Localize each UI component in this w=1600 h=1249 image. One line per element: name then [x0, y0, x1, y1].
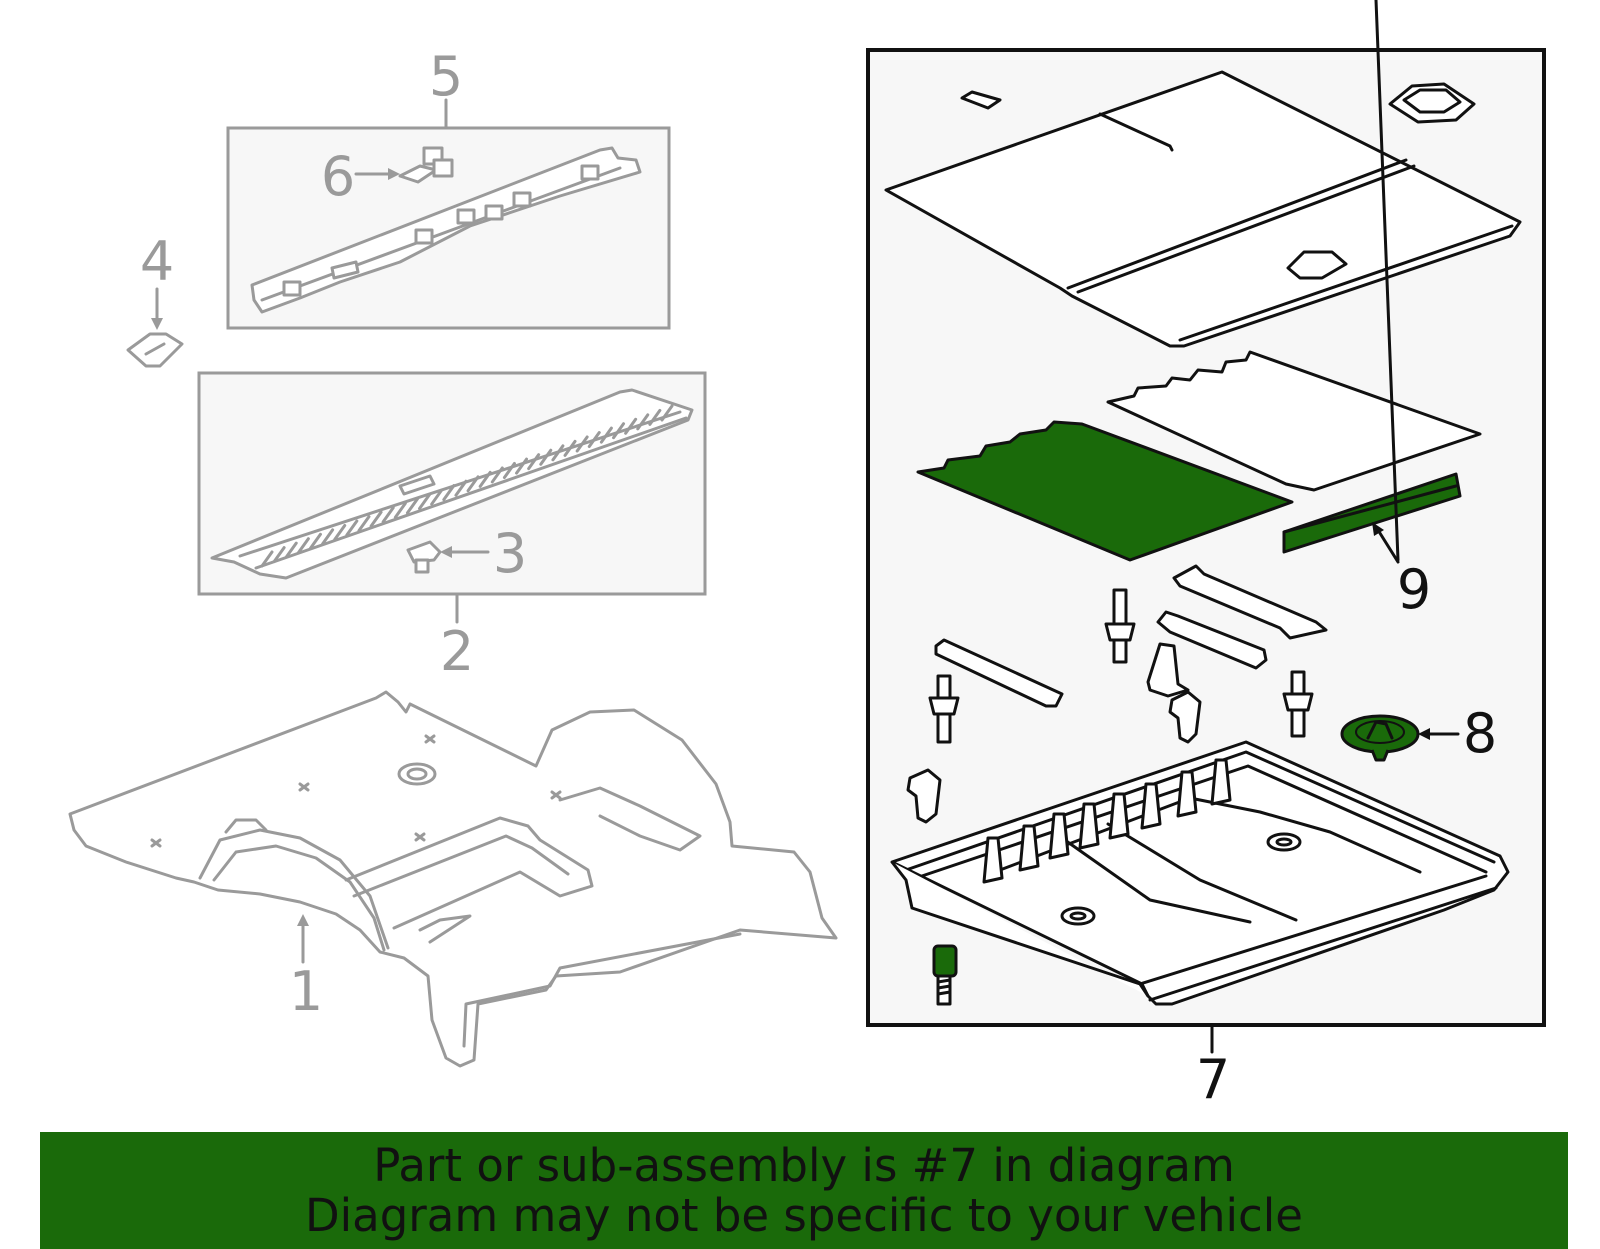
- tray-posts: [982, 758, 1232, 884]
- callout-8: 8: [1463, 702, 1497, 765]
- gas-strut: [1156, 610, 1268, 670]
- tray-post: [1176, 770, 1198, 818]
- sill-rib: [345, 519, 359, 537]
- part-4-arrowhead: [151, 318, 163, 330]
- sill-rib: [405, 497, 419, 515]
- load-floor-panel: [884, 70, 1522, 348]
- part-8-arrowhead: [1418, 728, 1430, 740]
- sill-rib: [539, 448, 553, 466]
- banner-line-2: Diagram may not be specific to your vehi…: [305, 1188, 1303, 1242]
- sill-rib: [563, 439, 577, 457]
- sill-rib: [430, 488, 444, 506]
- sill-rib: [369, 510, 383, 528]
- tray-post: [1018, 824, 1040, 872]
- callout-1: 1: [289, 960, 323, 1023]
- tray-post: [1210, 758, 1232, 806]
- part-1-carpet: [68, 690, 838, 1068]
- sill-rib: [490, 466, 504, 484]
- push-pin-2: [928, 674, 960, 744]
- part-3-arrowhead: [440, 546, 452, 558]
- part-3-clip: [406, 540, 442, 574]
- part-2-ribs: [260, 404, 674, 568]
- floor-carpet-green: [916, 420, 1294, 562]
- sill-rib: [478, 470, 492, 488]
- sill-rib: [260, 550, 274, 568]
- small-tab-icon: [960, 90, 1002, 110]
- part-8-grommet: [1340, 714, 1420, 762]
- sill-rib: [575, 435, 589, 453]
- storage-tray: [890, 740, 1510, 1006]
- sill-rib: [648, 408, 662, 426]
- latch-bracket: [1146, 642, 1190, 698]
- sill-rib: [272, 546, 286, 564]
- long-bar: [934, 638, 1064, 708]
- tray-post: [1048, 812, 1070, 860]
- callout-4: 4: [140, 230, 174, 293]
- part-9-arrow-shaft: [1376, 528, 1400, 564]
- bolt: [932, 944, 958, 1006]
- sill-rib: [284, 541, 298, 559]
- part-9-strip: [1282, 472, 1462, 554]
- sill-rib: [381, 506, 395, 524]
- part-9-arrow-line: [1374, 0, 1400, 562]
- strap-bracket: [1172, 564, 1328, 640]
- sill-rib: [515, 457, 529, 475]
- sill-rib: [624, 417, 638, 435]
- sill-rib: [308, 532, 322, 550]
- part-6-clip: [398, 146, 454, 184]
- sill-rib: [502, 462, 516, 480]
- sill-rib: [636, 413, 650, 431]
- sill-rib: [333, 523, 347, 541]
- push-pin-1: [1104, 588, 1136, 664]
- callout-7: 7: [1196, 1048, 1230, 1111]
- sill-rib: [612, 422, 626, 440]
- sill-rib: [296, 537, 310, 555]
- tray-post: [1078, 802, 1100, 850]
- callout-5: 5: [429, 45, 463, 108]
- callout-3: 3: [493, 522, 527, 585]
- tray-post: [1140, 782, 1162, 830]
- hook-bracket-top: [1388, 82, 1476, 124]
- sill-rib: [551, 444, 565, 462]
- floor-panel-insulator: [1106, 350, 1482, 492]
- sill-rib: [393, 501, 407, 519]
- sill-rib: [418, 492, 432, 510]
- hook-clip-1: [1168, 690, 1202, 744]
- push-pin-3: [1282, 670, 1314, 738]
- callout-9: 9: [1397, 558, 1431, 621]
- tray-post: [982, 836, 1004, 884]
- info-banner: Part or sub-assembly is #7 in diagram Di…: [40, 1132, 1568, 1249]
- sill-rib: [587, 431, 601, 449]
- sill-rib: [321, 528, 335, 546]
- sill-rib: [527, 453, 541, 471]
- part-4-pad: [126, 332, 184, 368]
- part-1-arrowhead: [297, 914, 309, 926]
- sill-rib: [357, 515, 371, 533]
- hook-clip-2: [906, 768, 942, 824]
- sill-rib: [442, 484, 456, 502]
- tray-post: [1108, 792, 1130, 840]
- banner-line-1: Part or sub-assembly is #7 in diagram: [373, 1138, 1235, 1192]
- part-6-arrowhead: [388, 168, 400, 180]
- callout-2: 2: [440, 620, 474, 683]
- part-5-rail: [250, 146, 642, 314]
- sill-rib: [466, 475, 480, 493]
- sill-rib: [660, 404, 674, 422]
- sill-rib: [599, 426, 613, 444]
- sill-rib: [454, 479, 468, 497]
- callout-6: 6: [321, 145, 355, 208]
